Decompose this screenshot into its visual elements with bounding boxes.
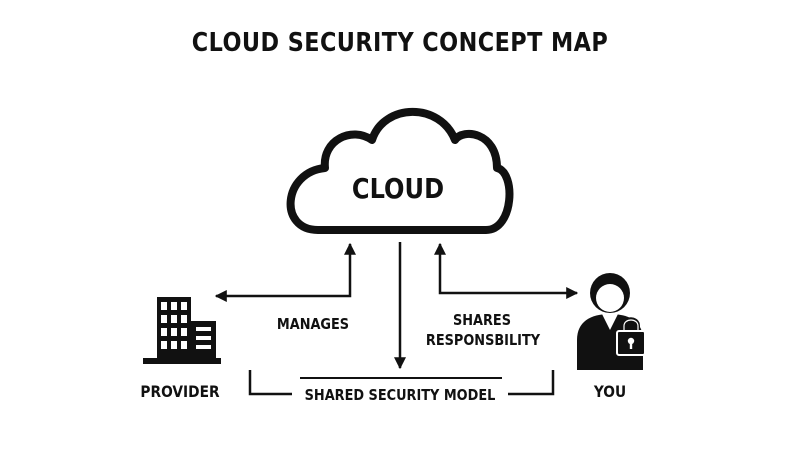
shared-model-label: SHARED SECURITY MODEL	[305, 387, 496, 404]
cloud-shape	[286, 107, 514, 234]
diagram-title: CLOUD SECURITY CONCEPT MAP	[191, 28, 609, 58]
cloud-node: CLOUD	[286, 107, 514, 234]
shared-model-bracket	[248, 370, 555, 396]
shares-connector	[434, 242, 579, 299]
you-label: YOU	[593, 382, 626, 401]
office-building-icon	[143, 297, 221, 364]
manages-connector	[214, 242, 356, 302]
manages-label: MANAGES	[277, 316, 349, 333]
shares-label-line1: SHARES	[453, 312, 511, 329]
provider-label: PROVIDER	[140, 382, 220, 401]
cloud-label: CLOUD	[352, 173, 444, 205]
person-with-padlock-icon	[577, 273, 646, 370]
shares-label-line2: RESPONSBILITY	[426, 332, 541, 349]
